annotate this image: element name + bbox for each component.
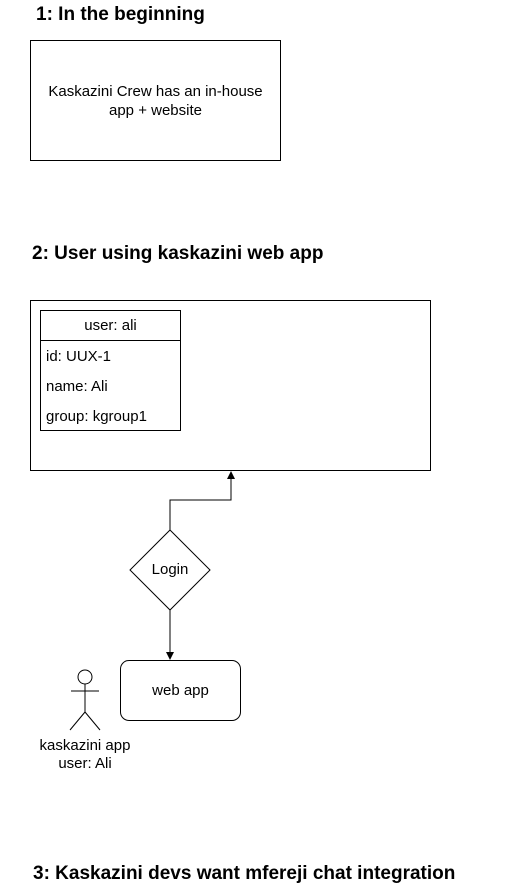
user-entity-field-group: group: kgroup1 (46, 407, 147, 425)
intro-box: Kaskazini Crew has an in-house app + web… (30, 40, 281, 161)
user-entity-field-id: id: UUX-1 (46, 347, 112, 365)
actor-label-line1: kaskazini app (39, 737, 131, 754)
intro-box-text-line2: app + website (109, 101, 202, 119)
intro-box-text-line1: Kaskazini Crew has an in-house (48, 82, 263, 100)
user-entity-table: user: ali id: UUX-1 name: Ali group: kgr… (40, 310, 181, 431)
login-to-container-arrowhead (227, 471, 235, 479)
login-to-webapp-arrowhead (166, 652, 174, 660)
user-actor-icon (69, 669, 101, 731)
actor-label-line2: user: Ali (58, 755, 112, 772)
actor-label: kaskazini app user: Ali (25, 737, 145, 773)
web-app-node: web app (120, 660, 241, 721)
user-entity-field-name: name: Ali (46, 377, 108, 395)
section1-title: 1: In the beginning (36, 4, 205, 25)
login-decision-label: Login (151, 561, 189, 578)
web-app-label: web app (152, 682, 209, 699)
login-to-container-connector (169, 478, 232, 530)
user-entity-header: user: ali (41, 311, 180, 341)
section3-title: 3: Kaskazini devs want mfereji chat inte… (33, 863, 456, 884)
section2-title: 2: User using kaskazini web app (32, 243, 324, 264)
